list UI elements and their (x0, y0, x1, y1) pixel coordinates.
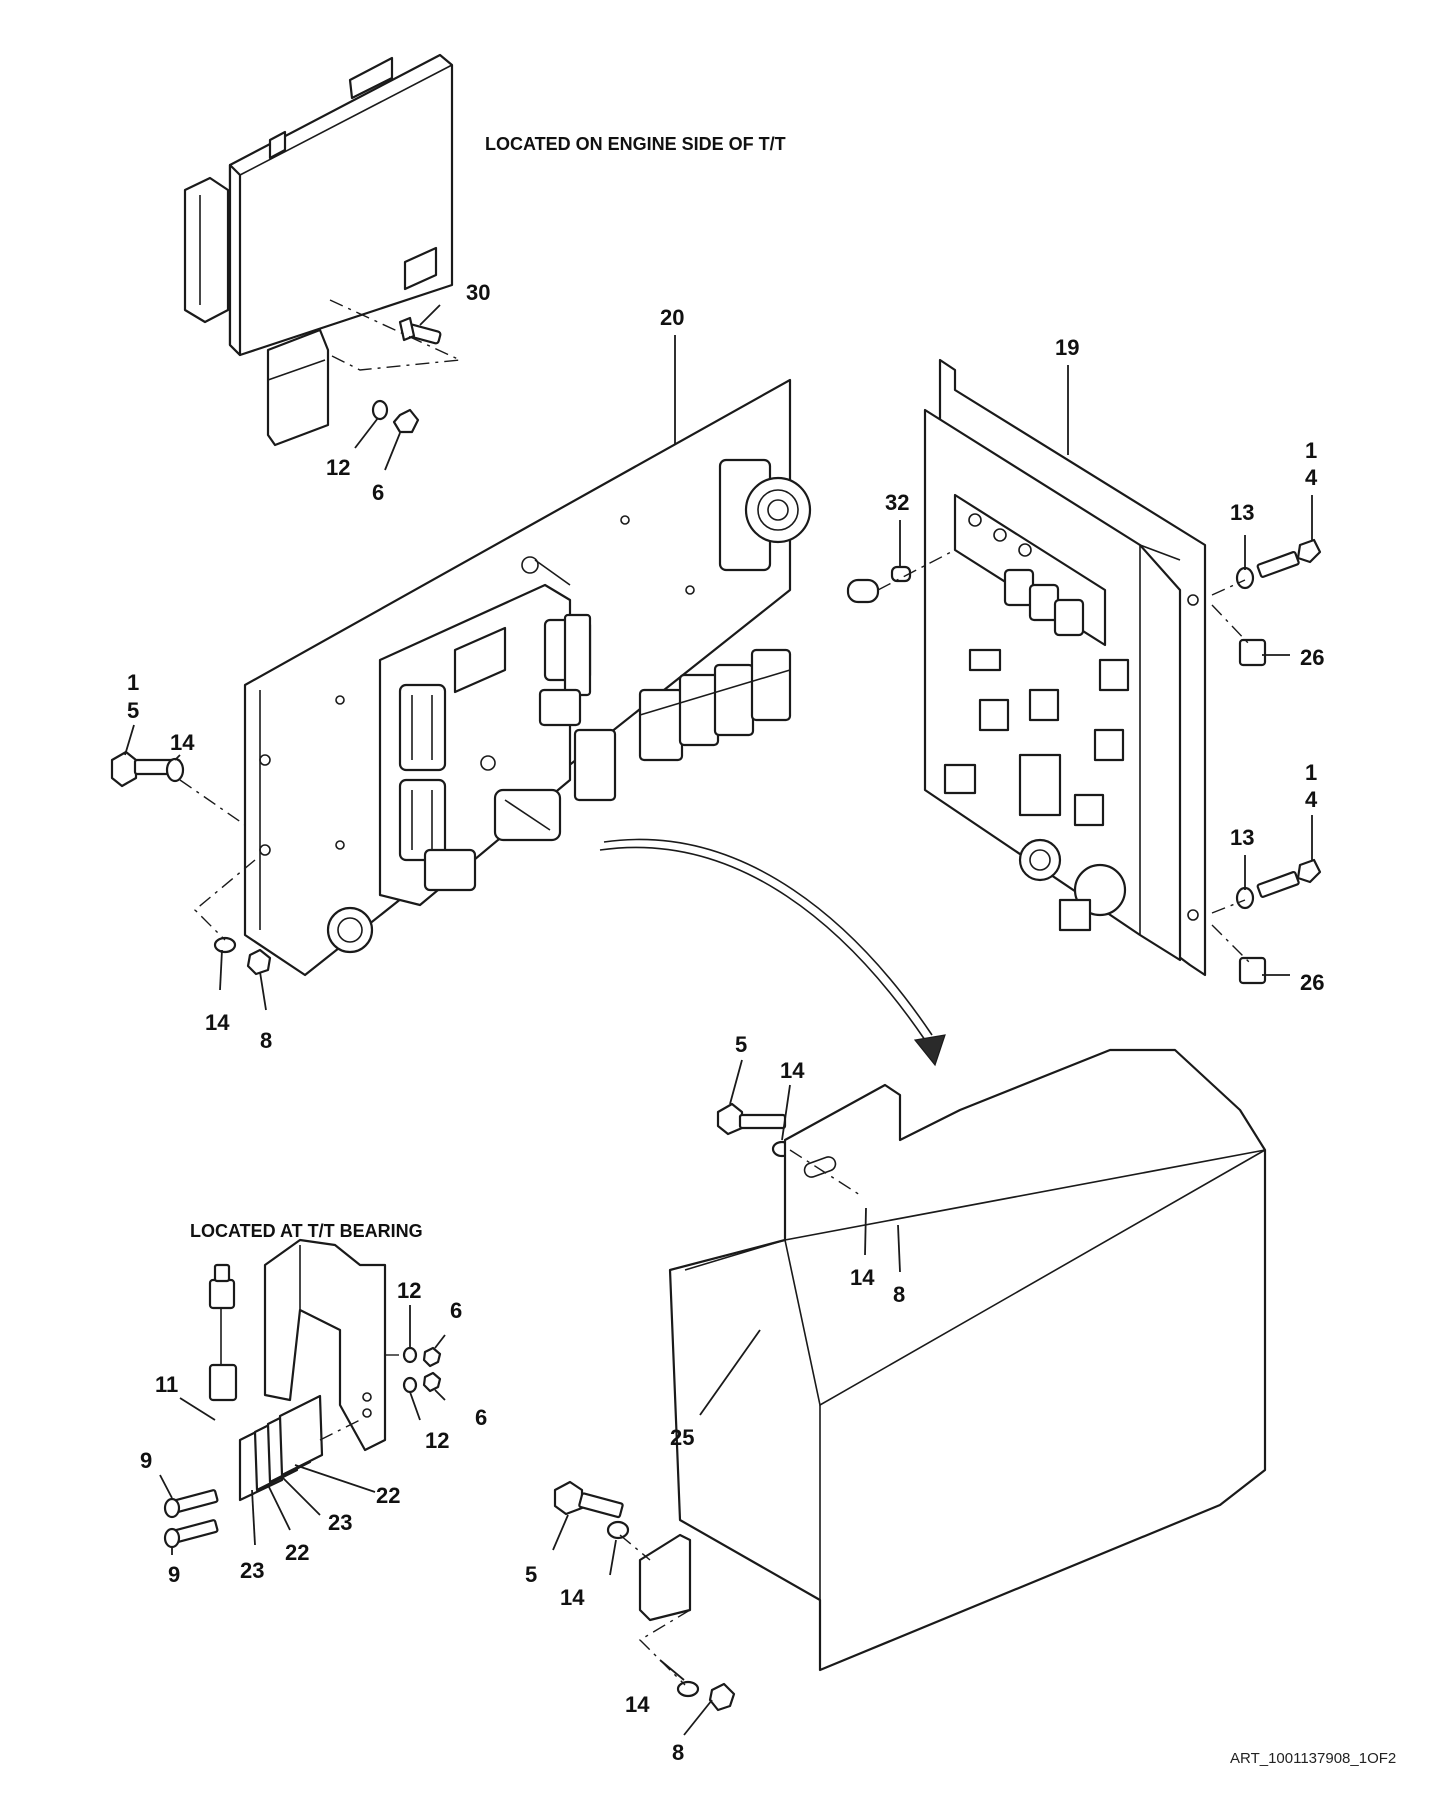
callout-20: 20 (660, 305, 684, 330)
relay-box (923, 358, 1207, 977)
callout-14: 14 (560, 1585, 585, 1610)
callout-5: 5 (127, 698, 139, 723)
callout-1: 1 (1305, 438, 1317, 463)
callout-6: 6 (450, 1298, 462, 1323)
callout-5: 5 (735, 1032, 747, 1057)
callout-12: 12 (397, 1278, 421, 1303)
callout-9: 9 (168, 1562, 180, 1587)
callout-14: 14 (625, 1692, 650, 1717)
note-engine-side: LOCATED ON ENGINE SIDE OF T/T (485, 134, 786, 154)
callout-12: 12 (326, 455, 350, 480)
callout-4: 4 (1305, 787, 1318, 812)
alignment-lines (179, 299, 1251, 1686)
callout-13: 13 (1230, 500, 1254, 525)
callout-26: 26 (1300, 645, 1324, 670)
connector-plugs (846, 565, 912, 604)
callout-23: 23 (328, 1510, 352, 1535)
leader-lines (124, 304, 1313, 1736)
callout-5: 5 (525, 1562, 537, 1587)
callout-8: 8 (672, 1740, 684, 1765)
callout-8: 8 (893, 1282, 905, 1307)
callout-1: 1 (1305, 760, 1317, 785)
callouts: 30 20 19 12 6 32 13 1 4 26 1 5 14 14 8 1… (127, 280, 1324, 1765)
callout-32: 32 (885, 490, 909, 515)
callout-1: 1 (127, 670, 139, 695)
callout-14: 14 (205, 1010, 230, 1035)
callout-4: 4 (1305, 465, 1318, 490)
callout-14: 14 (780, 1058, 805, 1083)
callout-14: 14 (170, 730, 195, 755)
electrical-panel (243, 378, 812, 977)
callout-14: 14 (850, 1265, 875, 1290)
callout-11: 11 (155, 1372, 178, 1397)
cover (638, 1048, 1267, 1672)
bracket-assembly (163, 1238, 442, 1549)
curved-arrow (599, 838, 946, 1067)
callout-30: 30 (466, 280, 490, 305)
callout-8: 8 (260, 1028, 272, 1053)
note-tt-bearing: LOCATED AT T/T BEARING (190, 1221, 423, 1241)
callout-25: 25 (670, 1425, 694, 1450)
callout-9: 9 (140, 1448, 152, 1473)
callout-26: 26 (1300, 970, 1324, 995)
callout-23: 23 (240, 1558, 264, 1583)
callout-6: 6 (475, 1405, 487, 1430)
callout-13: 13 (1230, 825, 1254, 850)
callout-22: 22 (285, 1540, 309, 1565)
callout-22: 22 (376, 1483, 400, 1508)
callout-19: 19 (1055, 335, 1079, 360)
ecu-module (183, 53, 454, 447)
callout-6: 6 (372, 480, 384, 505)
callout-12: 12 (425, 1428, 449, 1453)
art-reference: ART_1001137908_1OF2 (1230, 1750, 1396, 1767)
